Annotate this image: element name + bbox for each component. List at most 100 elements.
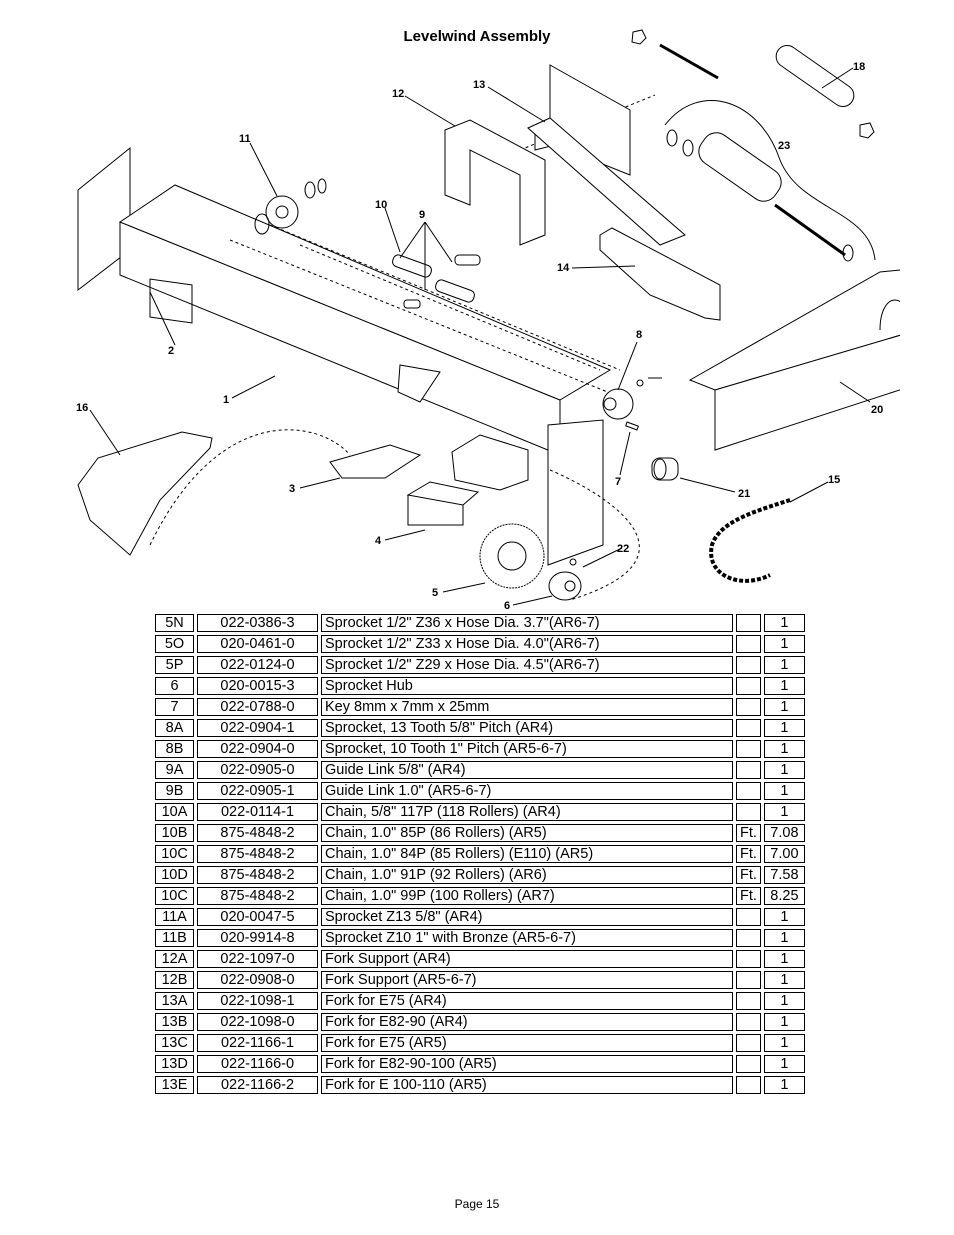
item-code-cell: 10C <box>155 845 194 863</box>
hub-21 <box>651 457 679 481</box>
quantity-cell: 1 <box>763 803 805 821</box>
item-code-cell: 13B <box>155 1013 194 1031</box>
item-code-cell: 5N <box>155 614 194 632</box>
unit-cell <box>736 614 761 632</box>
part-number-cell: 022-0114-1 <box>197 803 318 821</box>
part-number-cell: 022-1166-2 <box>197 1076 318 1094</box>
quantity-cell: 1 <box>763 1013 805 1031</box>
description-cell: Chain, 1.0" 85P (86 Rollers) (AR5) <box>321 824 733 842</box>
item-code-cell: 6 <box>155 677 194 695</box>
callout-12: 12 <box>392 88 404 100</box>
part-number-cell: 022-0908-0 <box>197 971 318 989</box>
quantity-cell: 1 <box>763 950 805 968</box>
description-cell: Chain, 1.0" 99P (100 Rollers) (AR7) <box>321 887 733 905</box>
part-number-cell: 020-0015-3 <box>197 677 318 695</box>
description-cell: Chain, 1.0" 91P (92 Rollers) (AR6) <box>321 866 733 884</box>
part-number-cell: 875-4848-2 <box>197 824 318 842</box>
callout-9: 9 <box>419 209 425 221</box>
part-number-cell: 875-4848-2 <box>197 887 318 905</box>
part-number-cell: 022-1097-0 <box>197 950 318 968</box>
item-code-cell: 12A <box>155 950 194 968</box>
quantity-cell: 1 <box>763 1055 805 1073</box>
description-cell: Fork for E 100-110 (AR5) <box>321 1076 733 1094</box>
callout-16: 16 <box>76 402 88 414</box>
quantity-cell: 1 <box>763 656 805 674</box>
item-code-cell: 9B <box>155 782 194 800</box>
part-number-cell: 022-0904-0 <box>197 740 318 758</box>
part-number-cell: 875-4848-2 <box>197 866 318 884</box>
bracket-14 <box>599 227 721 321</box>
part-number-cell: 022-0905-0 <box>197 761 318 779</box>
description-cell: Fork for E82-90-100 (AR5) <box>321 1055 733 1073</box>
callout-3: 3 <box>289 483 295 495</box>
part-number-cell: 020-0047-5 <box>197 908 318 926</box>
callout-13: 13 <box>473 79 485 91</box>
guard-16 <box>77 431 213 556</box>
description-cell: Fork for E82-90 (AR4) <box>321 1013 733 1031</box>
description-cell: Fork for E75 (AR5) <box>321 1034 733 1052</box>
item-code-cell: 10A <box>155 803 194 821</box>
levelwind-assembly-diagram: 1 2 3 4 5 6 7 8 9 10 11 12 13 14 15 16 1… <box>76 29 900 612</box>
description-cell: Sprocket Z13 5/8" (AR4) <box>321 908 733 926</box>
description-cell: Key 8mm x 7mm x 25mm <box>321 698 733 716</box>
callout-18: 18 <box>853 61 865 73</box>
description-cell: Sprocket, 10 Tooth 1" Pitch (AR5-6-7) <box>321 740 733 758</box>
item-code-cell: 13D <box>155 1055 194 1073</box>
roller-18 <box>631 29 875 139</box>
description-cell: Sprocket Hub <box>321 677 733 695</box>
quantity-cell: 1 <box>763 761 805 779</box>
description-cell: Fork for E75 (AR4) <box>321 992 733 1010</box>
description-cell: Sprocket Z10 1" with Bronze (AR5-6-7) <box>321 929 733 947</box>
callout-5: 5 <box>432 587 438 599</box>
part-number-cell: 022-1098-1 <box>197 992 318 1010</box>
callout-6: 6 <box>504 600 510 612</box>
callout-23: 23 <box>778 140 790 152</box>
unit-cell <box>736 698 761 716</box>
part-number-cell: 022-1166-1 <box>197 1034 318 1052</box>
fork-13 <box>527 64 686 246</box>
description-cell: Sprocket 1/2" Z29 x Hose Dia. 4.5"(AR6-7… <box>321 656 733 674</box>
key-7 <box>625 421 639 431</box>
description-cell: Guide Link 1.0" (AR5-6-7) <box>321 782 733 800</box>
unit-cell <box>736 635 761 653</box>
callout-7: 7 <box>615 476 621 488</box>
fork-support-12 <box>444 119 546 246</box>
main-beam <box>77 146 612 566</box>
gearbox-4 <box>406 481 480 526</box>
callout-15: 15 <box>828 474 840 486</box>
item-code-cell: 10C <box>155 887 194 905</box>
quantity-cell: 1 <box>763 614 805 632</box>
item-code-cell: 5O <box>155 635 194 653</box>
unit-cell <box>736 992 761 1010</box>
hub-6 <box>548 558 582 601</box>
unit-cell <box>736 1013 761 1031</box>
part-number-cell: 022-0904-1 <box>197 719 318 737</box>
quantity-cell: 1 <box>763 635 805 653</box>
unit-cell <box>736 1034 761 1052</box>
item-code-cell: 11B <box>155 929 194 947</box>
quantity-cell: 1 <box>763 971 805 989</box>
quantity-cell: 1 <box>763 1076 805 1094</box>
unit-cell <box>736 1055 761 1073</box>
item-code-cell: 9A <box>155 761 194 779</box>
quantity-cell: 1 <box>763 1034 805 1052</box>
item-code-cell: 12B <box>155 971 194 989</box>
part-number-cell: 022-0788-0 <box>197 698 318 716</box>
callout-2: 2 <box>168 345 174 357</box>
item-code-cell: 5P <box>155 656 194 674</box>
guard-20 <box>688 269 900 451</box>
